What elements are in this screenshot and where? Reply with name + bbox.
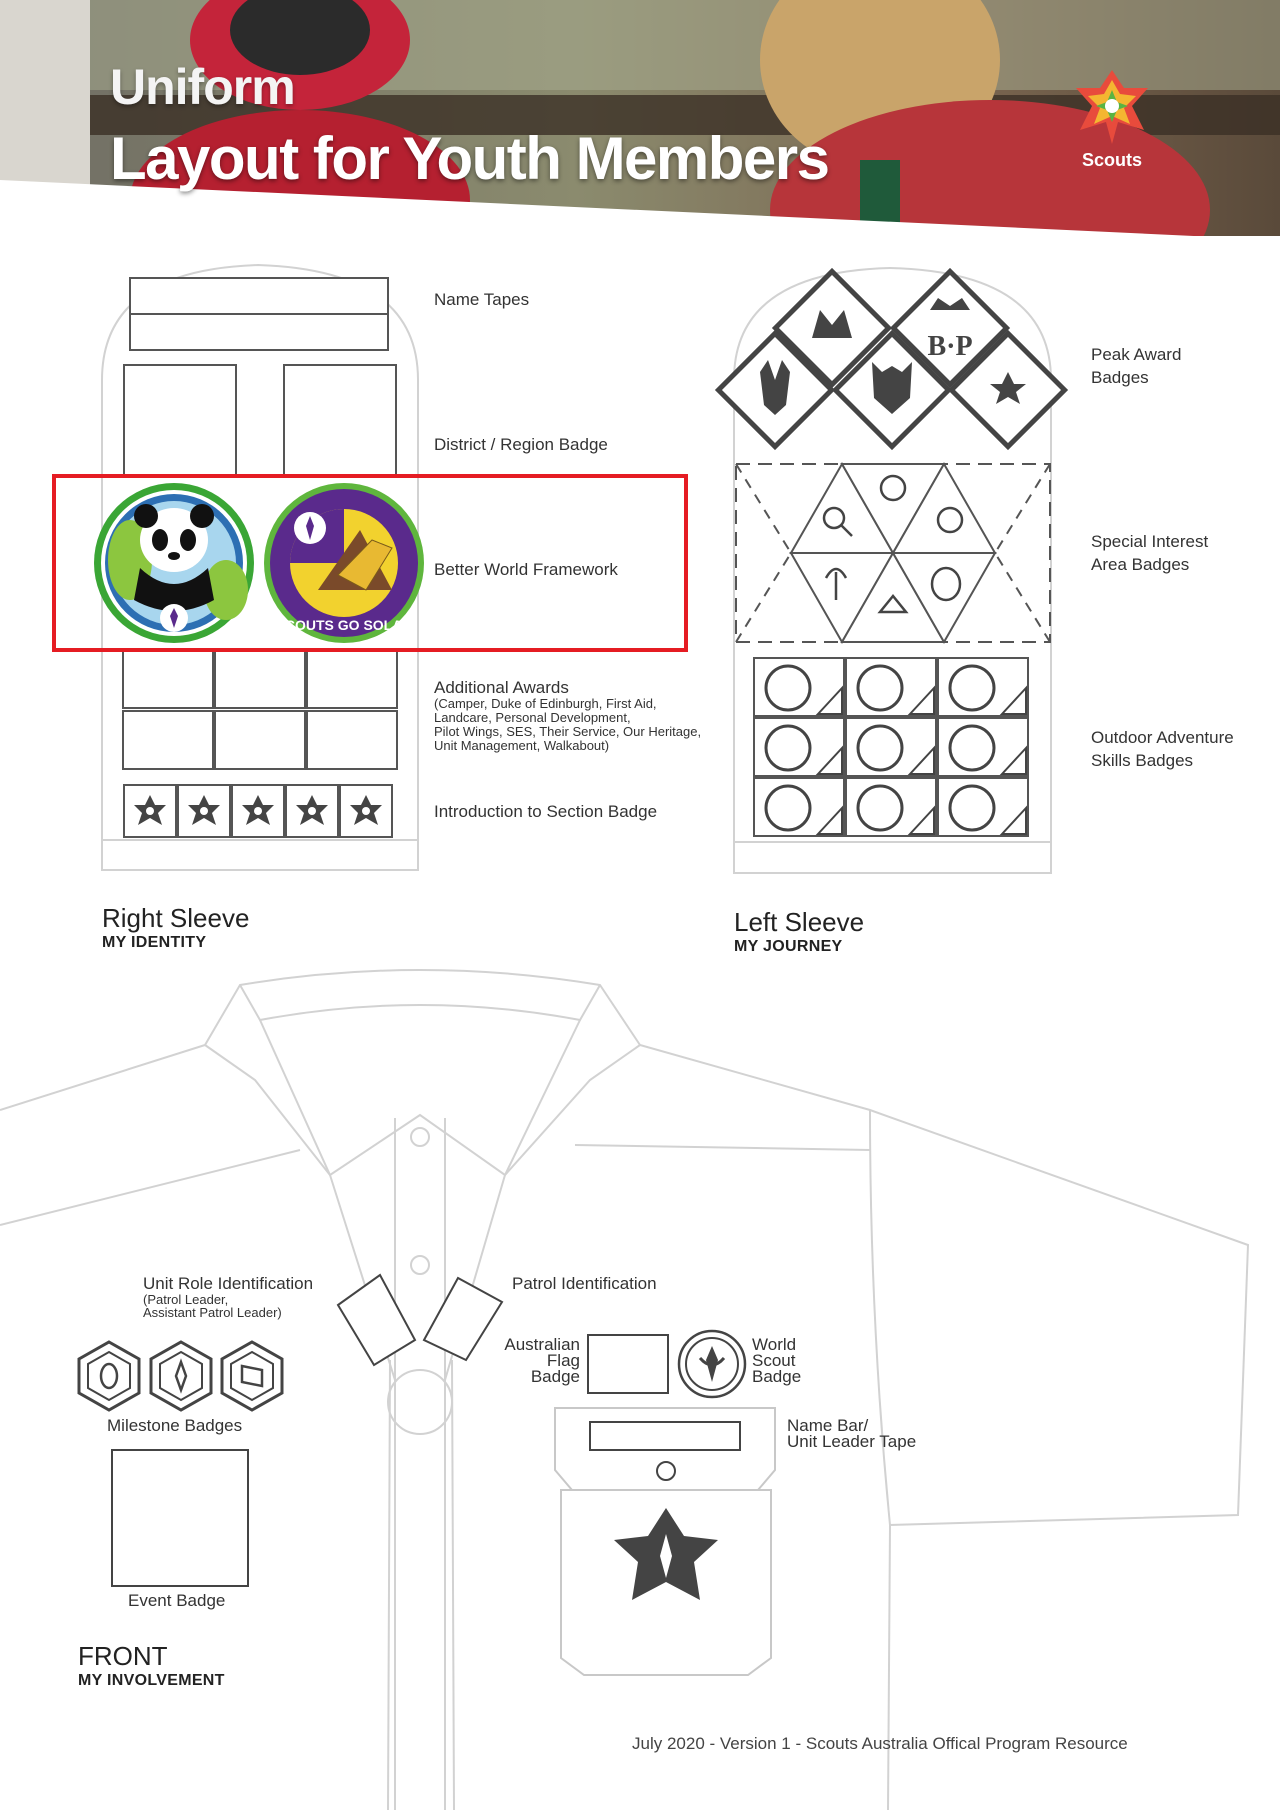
panda-badge xyxy=(94,483,254,643)
label-event-badge: Event Badge xyxy=(128,1591,226,1610)
unit-role-tabs xyxy=(336,1273,504,1367)
scouts-logo-icon xyxy=(1076,70,1148,144)
footer-version: July 2020 - Version 1 - Scouts Australia… xyxy=(632,1734,1128,1753)
front-subtitle: MY INVOLVEMENT xyxy=(78,1672,225,1689)
person-icon xyxy=(824,567,848,600)
district-badge-slot-1 xyxy=(123,364,237,478)
label-patrol-id: Patrol Identification xyxy=(512,1274,657,1293)
district-badge-slot-2 xyxy=(283,364,397,478)
wolf-icon xyxy=(872,362,912,414)
banner-photo xyxy=(0,0,1280,240)
magnifier-icon xyxy=(822,506,846,530)
milestone-badges xyxy=(77,1340,284,1412)
right-sleeve-title: Right Sleeve xyxy=(102,903,250,933)
event-badge-slot xyxy=(111,1449,249,1587)
label-unit-role: Unit Role Identification xyxy=(143,1274,314,1293)
special-interest-badges xyxy=(735,461,1051,645)
label-australian-flag-3: Badge xyxy=(530,1367,580,1386)
awards-detail-2: Landcare, Personal Development, xyxy=(434,710,631,725)
sport-icon xyxy=(936,506,964,534)
label-world-scout-3: Badge xyxy=(752,1367,802,1386)
name-bar-slot xyxy=(589,1421,741,1451)
label-milestone: Milestone Badges xyxy=(107,1416,243,1435)
page-title-line1: Uniform xyxy=(110,59,296,115)
label-name-bar-2: Unit Leader Tape xyxy=(787,1432,917,1451)
awards-detail-4: Unit Management, Walkabout) xyxy=(434,738,610,753)
label-special-interest-1: Special Interest xyxy=(1091,532,1209,551)
label-special-interest-2: Area Badges xyxy=(1091,555,1190,574)
label-world-scout-2: Scout xyxy=(752,1351,796,1370)
front-title: FRONT xyxy=(78,1641,168,1671)
solar-badge-text: SCOUTS GO SOLAR xyxy=(276,617,413,633)
joey-icon xyxy=(760,360,790,415)
label-world-scout-1: World xyxy=(752,1335,797,1354)
theatre-mask-icon xyxy=(930,566,962,602)
coat-of-arms-icon xyxy=(990,372,1026,404)
australian-flag-badge-slot xyxy=(587,1334,669,1394)
label-peak-award-1: Peak Award xyxy=(1091,345,1182,364)
intro-section-badges xyxy=(123,784,393,838)
label-australian-flag-2: Flag xyxy=(546,1351,580,1370)
label-district-badge: District / Region Badge xyxy=(434,435,608,454)
crown-icon xyxy=(812,310,852,338)
unit-role-detail-1: (Patrol Leader, xyxy=(143,1292,229,1307)
additional-awards-grid xyxy=(122,649,398,770)
globe-icon xyxy=(879,474,907,502)
label-intro-section: Introduction to Section Badge xyxy=(434,802,658,821)
label-additional-awards: Additional Awards xyxy=(434,678,569,697)
label-outdoor-adventure-1: Outdoor Adventure xyxy=(1091,728,1234,747)
bp-crown-icon xyxy=(930,298,970,310)
shirt-outline xyxy=(0,969,1250,1810)
unit-role-detail-2: Assistant Patrol Leader) xyxy=(143,1305,282,1320)
outdoor-adventure-badges xyxy=(753,657,1029,837)
scouts-go-solar-badge xyxy=(264,483,424,643)
name-tape-1 xyxy=(129,277,389,315)
label-peak-award-2: Badges xyxy=(1091,368,1149,387)
page-title-line2: Layout for Youth Members xyxy=(110,125,830,192)
recycle-icon xyxy=(877,594,909,614)
header-banner: Uniform Layout for Youth Members Scouts xyxy=(0,0,1280,240)
better-world-highlight xyxy=(52,474,688,652)
scouts-logo-text: Scouts xyxy=(1082,150,1143,170)
label-better-world: Better World Framework xyxy=(434,560,618,579)
label-australian-flag-1: Australian xyxy=(504,1335,580,1354)
shirt-pocket xyxy=(554,1407,776,1676)
bp-text: B·P xyxy=(927,331,972,362)
right-sleeve-subtitle: MY IDENTITY xyxy=(102,934,207,951)
label-name-bar-1: Name Bar/ xyxy=(787,1416,869,1435)
label-name-tapes: Name Tapes xyxy=(434,290,530,309)
left-sleeve-outline xyxy=(733,266,1052,874)
left-sleeve-subtitle: MY JOURNEY xyxy=(734,938,843,955)
label-outdoor-adventure-2: Skills Badges xyxy=(1091,751,1194,770)
right-sleeve-outline xyxy=(101,263,419,871)
awards-detail-1: (Camper, Duke of Edinburgh, First Aid, xyxy=(434,696,657,711)
left-sleeve-title: Left Sleeve xyxy=(734,907,865,937)
name-tape-2 xyxy=(129,313,389,351)
world-scout-badge xyxy=(677,1329,747,1399)
peak-award-badges: B·P xyxy=(714,267,1069,451)
awards-detail-3: Pilot Wings, SES, Their Service, Our Her… xyxy=(434,724,702,739)
